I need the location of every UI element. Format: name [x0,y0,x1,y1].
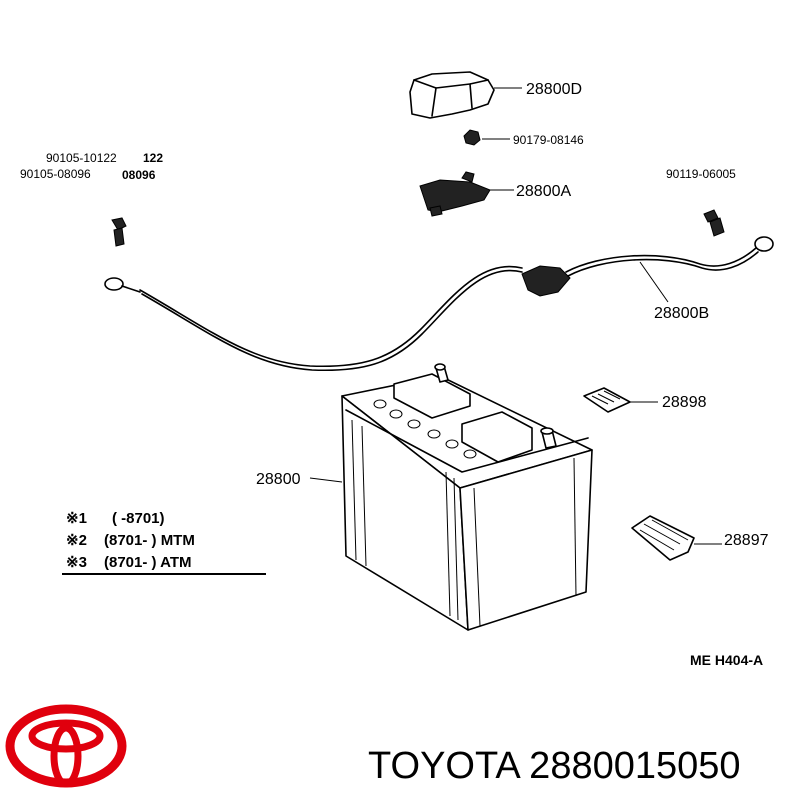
toyota-logo-icon [5,704,127,788]
leader-line [309,477,343,483]
bolt-part [703,209,725,237]
label-90179-08146: 90179-08146 [513,133,584,147]
terminal-cover-part [409,71,495,119]
legend-text-1: ( -8701) [112,510,165,527]
diagram-code: ME H404-A [690,652,763,668]
bolt-part [111,217,127,247]
legend-text-3: (8701- ) ATM [104,554,192,571]
battery-part [341,363,593,631]
label-122: 122 [143,151,163,165]
spacer-pad-part [583,387,631,413]
brand-part-number: TOYOTA 2880015050 [368,745,741,787]
negative-cable [104,265,523,372]
label-90119-06005: 90119-06005 [666,167,736,181]
terminal-clamp-part [419,171,491,217]
label-28800B: 28800B [654,305,709,322]
label-28800D: 28800D [526,81,582,98]
label-08096: 08096 [122,168,156,182]
label-90105-08096: 90105-08096 [20,167,91,181]
nut-part [463,129,481,146]
battery-tray-pad-part [631,515,695,561]
legend-mark-2: ※2 [66,532,87,549]
applicability-legend: ※1 ( -8701) ※2 (8701- ) MTM ※3 (8701- ) … [62,510,266,575]
label-28800A: 28800A [516,183,571,200]
label-28800: 28800 [256,471,301,488]
positive-cable-clamp [521,236,774,297]
label-28897: 28897 [724,532,769,549]
label-90105-10122: 90105-10122 [46,151,117,165]
leader-line [639,261,669,303]
legend-mark-1: ※1 [66,510,87,527]
legend-mark-3: ※3 [66,554,87,571]
legend-text-2: (8701- ) MTM [104,532,195,549]
label-28898: 28898 [662,394,707,411]
